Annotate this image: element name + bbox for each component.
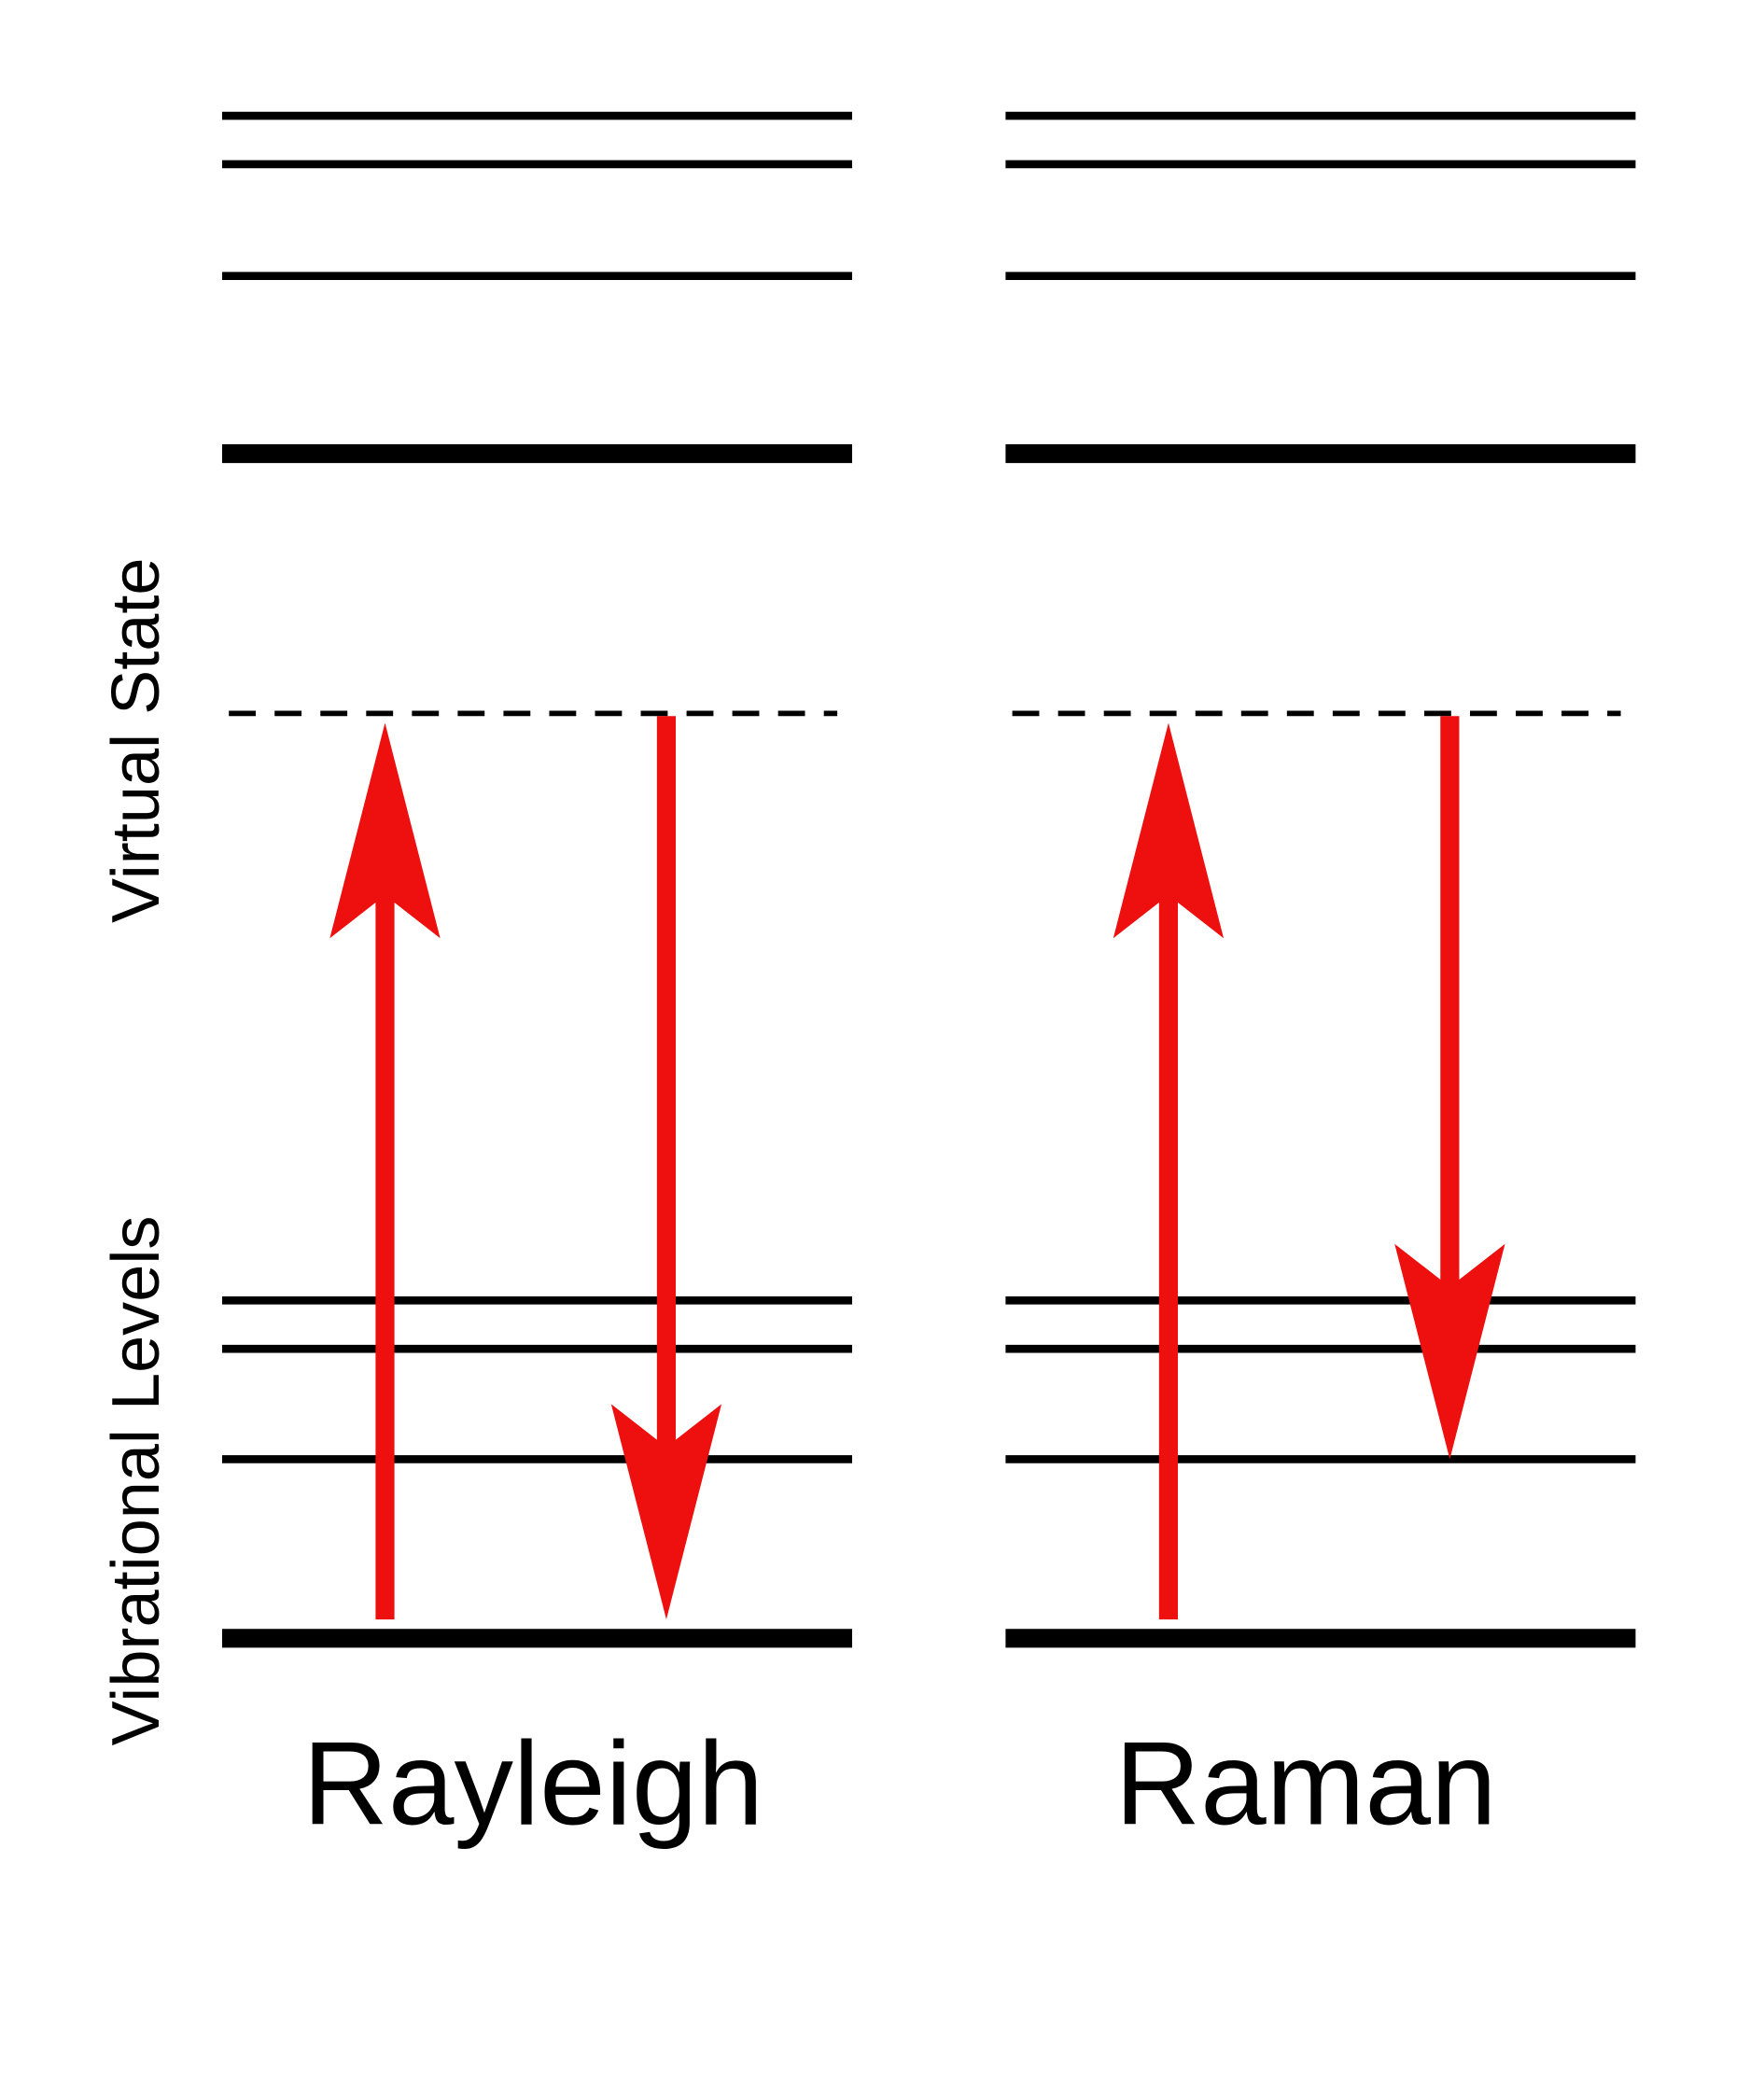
scattering-arrowhead: [1394, 1243, 1505, 1460]
scattering-arrowhead: [610, 1404, 722, 1620]
raman-title: Raman: [1114, 1716, 1496, 1849]
vibrational-levels-label: Vibrational Levels: [99, 1216, 174, 1746]
excitation-arrowhead: [329, 722, 441, 939]
excitation-arrowhead: [1113, 722, 1225, 939]
virtual-state-label: Virtual State: [99, 558, 174, 923]
rayleigh-title: Rayleigh: [302, 1716, 763, 1849]
